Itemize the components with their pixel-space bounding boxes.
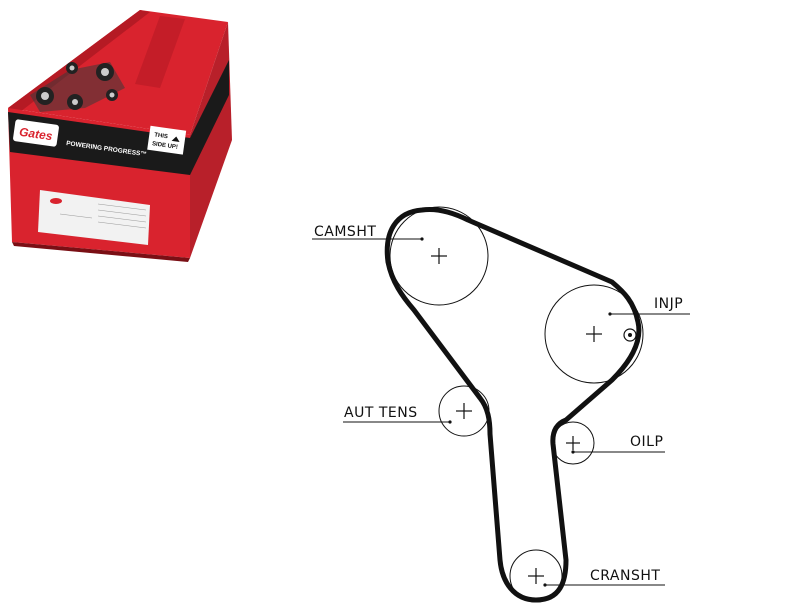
svg-text:SIDE UP!: SIDE UP! bbox=[152, 141, 179, 151]
label-logo-mark bbox=[50, 198, 62, 204]
label-barcode-lines bbox=[59, 203, 147, 229]
injection-pump-center-crosshair bbox=[586, 326, 602, 342]
auto-tensioner-leader-line bbox=[343, 420, 452, 424]
svg-text:THIS: THIS bbox=[154, 132, 168, 140]
timing-belt bbox=[384, 207, 642, 603]
injection-pump-label: INJP bbox=[654, 296, 683, 312]
injection-pump-timing-mark bbox=[623, 328, 637, 342]
camshaft-center-crosshair bbox=[431, 248, 447, 264]
oil-pump-leader-line bbox=[571, 450, 665, 454]
up-arrow-icon bbox=[171, 136, 180, 142]
this-side-up-sticker: THIS SIDE UP! bbox=[147, 125, 187, 155]
box-black-band-side bbox=[190, 60, 229, 175]
camshaft-label: CAMSHT bbox=[314, 224, 376, 240]
timing-belt-kit-box-image: Gates POWERING PROGRESS™ THIS SIDE UP! bbox=[8, 10, 232, 262]
product-label bbox=[38, 190, 150, 245]
camshaft-pulley bbox=[389, 206, 489, 306]
kit-photo-icon bbox=[30, 62, 125, 112]
camshaft-leader-line bbox=[312, 237, 424, 241]
crankshaft-leader-line bbox=[543, 583, 665, 587]
gates-logo-text: Gates bbox=[18, 125, 53, 144]
gates-logo: Gates bbox=[13, 119, 59, 147]
auto-tensioner-label: AUT TENS bbox=[344, 405, 418, 421]
crankshaft-center-crosshair bbox=[528, 568, 544, 584]
auto-tensioner-center-crosshair bbox=[456, 403, 472, 419]
top-logo-strip bbox=[135, 16, 185, 88]
oil-pump-label: OILP bbox=[630, 434, 663, 450]
box-bottom-edge bbox=[12, 242, 190, 262]
injection-pump-pulley bbox=[544, 284, 644, 384]
injection-pump-leader-line bbox=[608, 312, 690, 316]
box-top-shade bbox=[8, 10, 150, 112]
oil-pump-center-crosshair bbox=[566, 436, 580, 450]
crankshaft-label: CRANSHT bbox=[590, 568, 660, 584]
